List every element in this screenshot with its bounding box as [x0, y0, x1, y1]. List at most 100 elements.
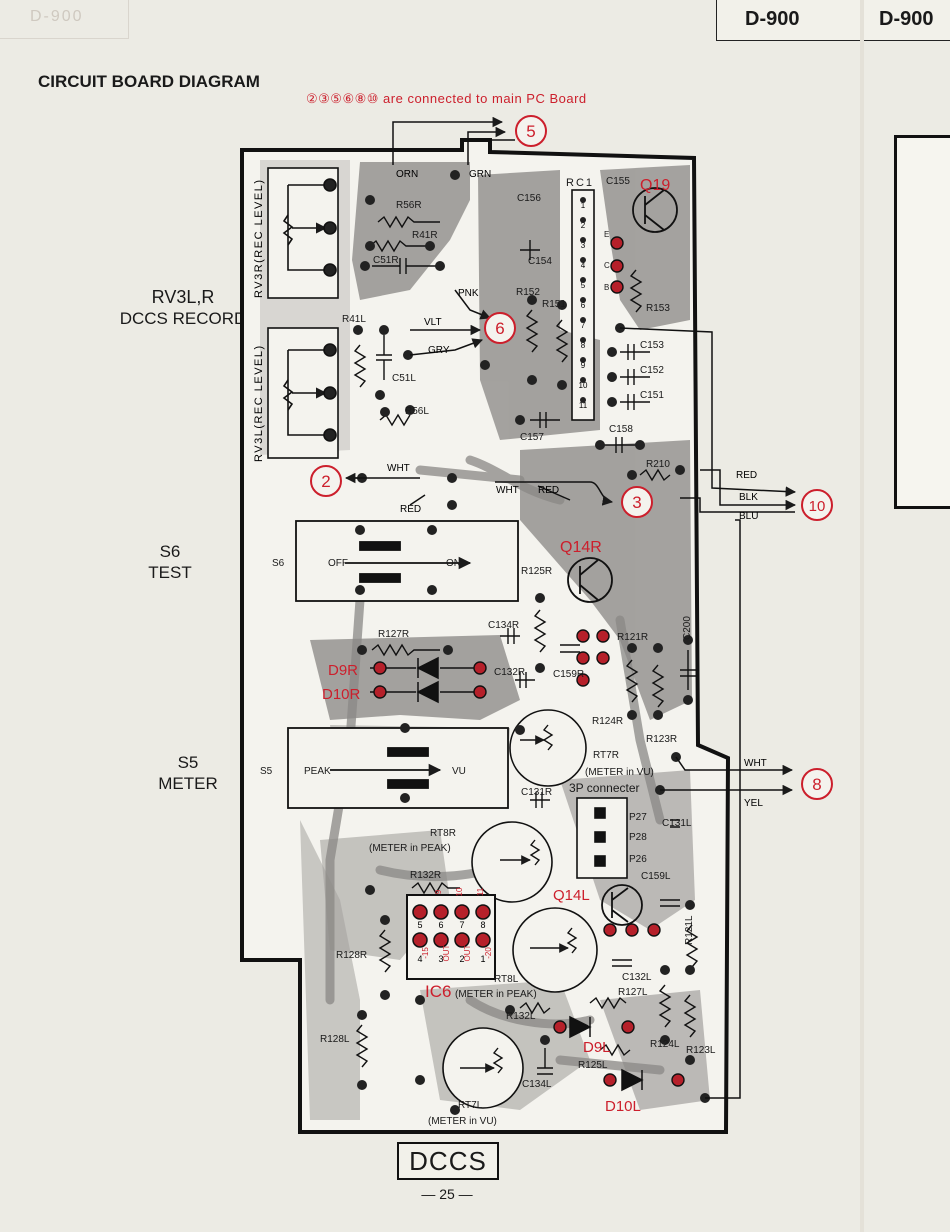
rc1-connector-strip — [571, 189, 595, 421]
label-c131r: C131R — [521, 787, 552, 798]
label-pin-b: B — [604, 283, 609, 292]
label-r56l: R56L — [405, 406, 429, 417]
label-s6-off: OFF — [328, 558, 348, 569]
label-s6-line1: S6 — [159, 542, 181, 561]
wire-blk-right: BLK — [739, 492, 758, 503]
label-c153: C153 — [640, 340, 664, 351]
label-3p-connecter: 3P connecter — [569, 781, 640, 795]
label-r123r: R123R — [646, 734, 677, 745]
wire-pnk: PNK — [458, 288, 479, 299]
rc1-pin: 4 — [581, 261, 586, 270]
label-pin-e: E — [604, 230, 609, 239]
label-d9r: D9R — [328, 662, 358, 679]
ic6-side-mark: -20 — [484, 947, 493, 959]
label-rt7l: RT7L — [458, 1100, 483, 1111]
label-c51l: C51L — [392, 373, 416, 384]
connection-note: ②③⑤⑥⑧⑩ are connected to main PC Board — [306, 91, 587, 106]
label-s5-vu: VU — [452, 766, 466, 777]
label-c151: C151 — [640, 390, 664, 401]
label-s5-line1: S5 — [177, 753, 199, 772]
label-s5: S5 METER — [140, 752, 236, 794]
rc1-pin: 1 — [581, 201, 586, 210]
label-r125r: R125R — [521, 566, 552, 577]
wire-wht-mid: WHT — [496, 485, 519, 496]
ghost-header-box: D-900 — [0, 0, 129, 39]
model-right: D-900 — [879, 8, 934, 30]
rv3l-pot — [267, 327, 339, 459]
label-c51r: C51R — [373, 255, 399, 266]
label-c132l: C132L — [622, 972, 652, 983]
diagram-title: CIRCUIT BOARD DIAGRAM — [38, 72, 260, 91]
label-rt8r-note: (METER in PEAK) — [369, 843, 451, 854]
rc1-pin: 6 — [581, 301, 586, 310]
label-pin-c: C — [604, 261, 610, 270]
label-c156: C156 — [517, 193, 541, 204]
label-c157: C157 — [520, 432, 544, 443]
ic6-top-marks: 9 10 11 — [434, 887, 485, 896]
label-d10r: D10R — [322, 686, 361, 703]
label-s6-on: ON — [446, 558, 461, 569]
label-rt8l-note: (METER in PEAK) — [455, 989, 537, 1000]
ic6-side-mark: OUT — [442, 944, 451, 961]
label-q14r: Q14R — [560, 539, 602, 556]
label-p26: P26 — [629, 854, 647, 865]
label-s6: S6 TEST — [130, 541, 210, 583]
label-r41r: R41R — [412, 230, 438, 241]
ic6-top-pin: 6 — [438, 920, 443, 930]
page-number: — 25 — — [421, 1186, 473, 1202]
ic6-bottom-pin: 3 — [438, 954, 443, 964]
wire-yel-right: YEL — [744, 798, 763, 809]
rv3r-label: RV3R(REC LEVEL) — [253, 179, 265, 299]
label-r127l: R127L — [618, 987, 648, 998]
label-r152: R152 — [516, 287, 540, 298]
label-c155: C155 — [606, 176, 630, 187]
label-rv3: RV3L,R DCCS RECORD — [118, 287, 248, 329]
wire-vlt: VLT — [424, 317, 442, 328]
wire-red-left: RED — [400, 504, 421, 515]
label-c132r: C132R — [494, 667, 525, 678]
rc1-pin: 11 — [579, 401, 588, 410]
label-rv3-line2: DCCS RECORD — [119, 309, 247, 328]
label-d10l: D10L — [605, 1098, 641, 1115]
red-pads — [373, 236, 685, 1087]
rc1-pin: 3 — [581, 241, 586, 250]
connector-10: 10 — [809, 498, 826, 515]
wire-orn: ORN — [396, 169, 418, 180]
label-s5-line2: METER — [158, 774, 218, 793]
q14l-transistor — [601, 884, 643, 926]
ic6-top-mark: 10 — [455, 887, 464, 896]
ic6-side-marks: -15 OUT OUT -20 — [421, 944, 493, 961]
ic6-top-mark: 9 — [434, 889, 443, 894]
rc1-pin: 2 — [581, 221, 586, 230]
label-s6: S6 — [272, 558, 285, 569]
rc1-pin: 7 — [581, 321, 586, 330]
trimmer-wipers — [460, 724, 578, 1074]
connector-8: 8 — [812, 775, 821, 794]
label-s6-line2: TEST — [148, 563, 192, 582]
wire-grn: GRN — [469, 169, 491, 180]
q19-transistor — [632, 187, 678, 233]
label-r124l: R124L — [650, 1039, 680, 1050]
label-r121l: R121L — [684, 915, 695, 945]
rc1-pin: 9 — [581, 361, 586, 370]
ic6-side-mark: -15 — [421, 947, 430, 959]
label-q14l: Q14L — [553, 887, 590, 904]
component-symbols — [353, 215, 699, 1075]
ghost-model-tag: D-900 — [30, 8, 84, 25]
ic6-top-pin: 8 — [480, 920, 485, 930]
component-labels: R56R R41R C51R R41L C51L R56L C156 RC1 C… — [260, 176, 716, 1127]
rv3l-label: RV3L(REC LEVEL) — [253, 344, 265, 462]
ic6-top-pin: 7 — [459, 920, 464, 930]
label-c152: C152 — [640, 365, 664, 376]
model-left: D-900 — [745, 8, 800, 30]
highlight-labels: Q19 Q14R D9R D10R Q14L IC6 D9L D10L — [322, 177, 670, 1115]
label-rt8l: RT8L — [494, 974, 519, 985]
label-r132r: R132R — [410, 870, 441, 881]
label-rt7l-note: (METER in VU) — [428, 1116, 497, 1127]
diode-symbols — [370, 656, 644, 1092]
dccs-label-box: DCCS — [397, 1142, 499, 1180]
ic6-bottom-pin: 4 — [417, 954, 422, 964]
label-p28: P28 — [629, 832, 647, 843]
label-r128l: R128L — [320, 1034, 350, 1045]
